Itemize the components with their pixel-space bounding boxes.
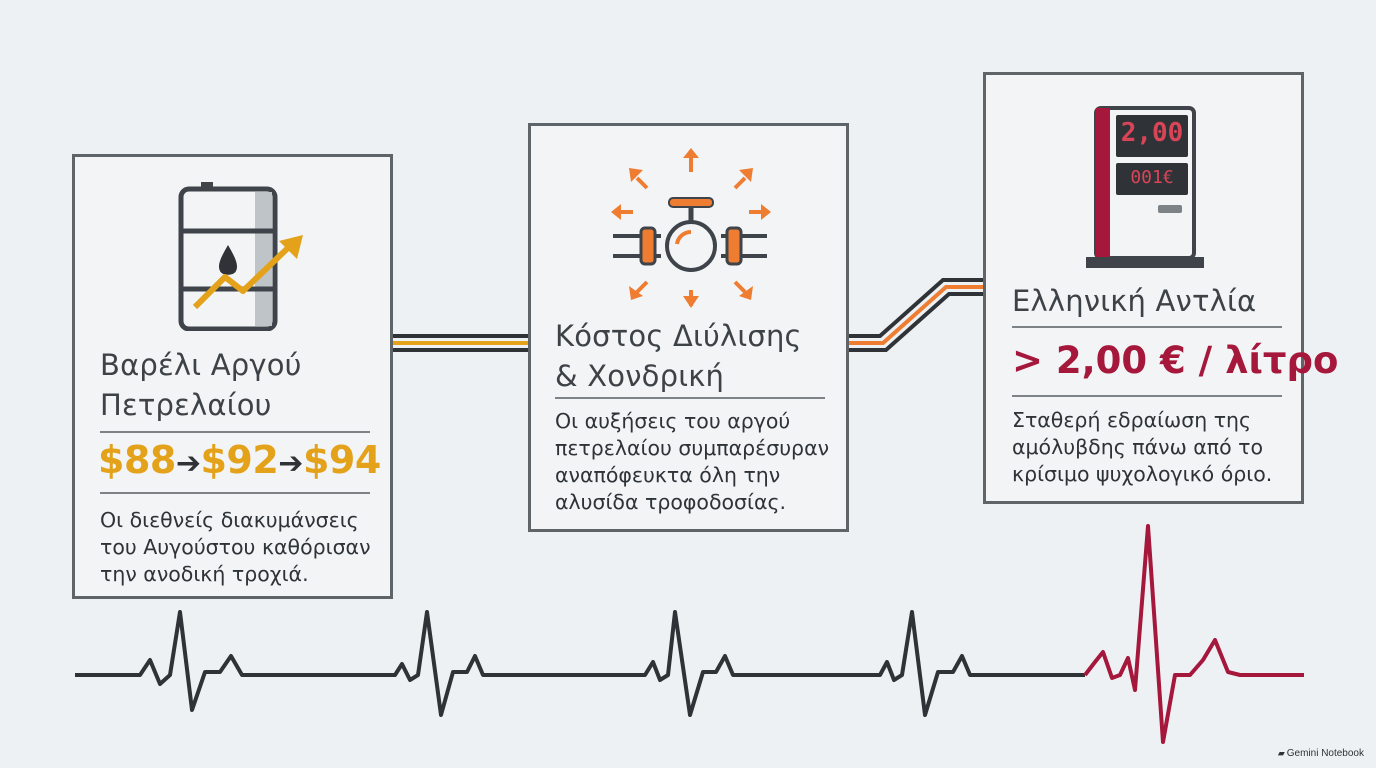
pump-price-display: 2,00: [1120, 118, 1184, 148]
price-arrow: ➔: [278, 446, 303, 481]
crude-oil-price-sequence: $88➔$92➔$94: [98, 438, 381, 486]
connector-right: [849, 278, 983, 352]
price-value: $92: [200, 438, 279, 482]
price-arrow: ➔: [175, 446, 201, 481]
greek-pump-title: Ελληνική Αντλία: [1012, 284, 1257, 318]
fuel-pump-display-icon: 2,00 001€: [1082, 105, 1212, 270]
greek-pump-card: 2,00 001€ Ελληνική Αντλία > 2,00 € / λίτ…: [983, 72, 1338, 504]
price-value: $94: [302, 438, 381, 482]
price-threshold: > 2,00 € / λίτρο: [1012, 339, 1339, 382]
notebook-logo-icon: ▰: [1277, 748, 1285, 758]
heartbeat-line-red: [1083, 524, 1304, 744]
heartbeat-line-dark: [75, 610, 1085, 717]
oil-barrel-rising-arrow-icon: [178, 182, 303, 331]
footer-brand: ▰Gemini Notebook: [1278, 748, 1364, 759]
connector-left: [393, 334, 528, 352]
pump-volume-display: 001€: [1130, 167, 1174, 188]
pipe-valve-pressure-icon: [611, 148, 771, 308]
brand-name: Gemini Notebook: [1286, 748, 1364, 759]
price-value: $88: [98, 438, 176, 482]
refining-title: Κόστος Διύλισης& Χονδρική: [555, 319, 802, 393]
refining-wholesale-card: Κόστος Διύλισης& Χονδρική Οι αυξήσεις το…: [528, 123, 849, 532]
